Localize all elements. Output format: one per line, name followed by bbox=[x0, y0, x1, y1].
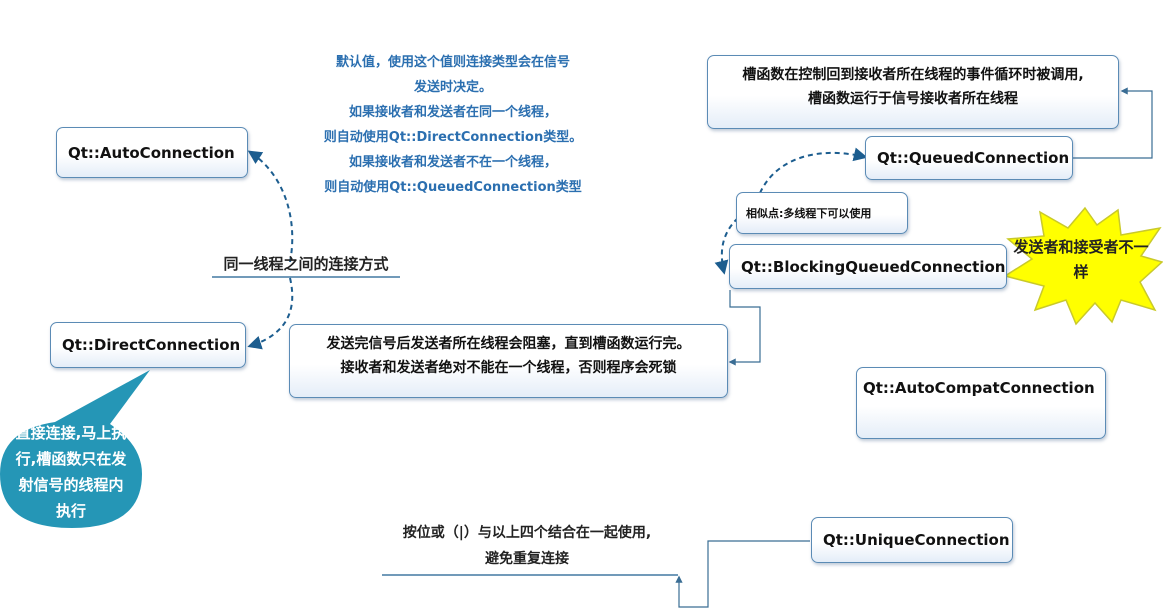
direct-connection-label: Qt::DirectConnection bbox=[62, 336, 241, 354]
unique-connection-label: Qt::UniqueConnection bbox=[823, 531, 1010, 549]
queued-description-line: 槽函数运行于信号接收者所在线程 bbox=[808, 91, 1018, 107]
auto-note-line: 则自动使用Qt::DirectConnection类型。 bbox=[323, 130, 583, 145]
star-text-line: 样 bbox=[1073, 263, 1089, 281]
similarity-box[interactable]: 相似点:多线程下可以使用 bbox=[736, 192, 908, 234]
blocking-queued-connection-node[interactable]: Qt::BlockingQueuedConnection bbox=[729, 244, 1007, 289]
link-unique-to-note bbox=[675, 540, 810, 608]
auto-note-line: 默认值，使用这个值则连接类型会在信号 bbox=[335, 55, 570, 70]
auto-connection-label: Qt::AutoConnection bbox=[68, 143, 235, 162]
direct-speech-bubble bbox=[0, 370, 150, 528]
unique-note: 按位或（|）与以上四个结合在一起使用, 避免重复连接 bbox=[372, 520, 682, 572]
direct-bubble-line: 行,槽函数只在发 bbox=[15, 450, 127, 468]
auto-note-line: 如果接收者和发送者不在一个线程， bbox=[348, 155, 557, 170]
blocking-description-line: 接收者和发送者绝对不能在一个线程，否则程序会死锁 bbox=[340, 360, 677, 376]
blocking-queued-connection-label: Qt::BlockingQueuedConnection bbox=[741, 257, 1006, 276]
auto-note-line: 发送时决定。 bbox=[413, 80, 492, 95]
blocking-description-box[interactable]: 发送完信号后发送者所在线程会阻塞，直到槽函数运行完。 接收者和发送者绝对不能在一… bbox=[289, 324, 728, 398]
link-similarity-to-queued bbox=[759, 147, 868, 194]
auto-note-line: 则自动使用Qt::QueuedConnection类型 bbox=[324, 180, 582, 195]
unique-connection-node[interactable]: Qt::UniqueConnection bbox=[811, 517, 1013, 563]
different-thread-star bbox=[1003, 206, 1163, 326]
link-blocking-to-note bbox=[728, 290, 761, 366]
link-similarity-to-blocking bbox=[714, 217, 739, 275]
unique-note-line: 避免重复连接 bbox=[485, 551, 569, 567]
direct-connection-node[interactable]: Qt::DirectConnection bbox=[50, 322, 246, 368]
queued-description-line: 槽函数在控制回到接收者所在线程的事件循环时被调用, bbox=[742, 67, 1084, 83]
auto-compat-connection-node[interactable]: Qt::AutoCompatConnection bbox=[856, 367, 1106, 439]
auto-note-line: 如果接收者和发送者在同一个线程， bbox=[348, 105, 557, 120]
star-text: 发送者和接受者不一 样 bbox=[1004, 235, 1158, 285]
queued-description-box[interactable]: 槽函数在控制回到接收者所在线程的事件循环时被调用, 槽函数运行于信号接收者所在线… bbox=[707, 55, 1119, 129]
similarity-label: 相似点:多线程下可以使用 bbox=[746, 207, 872, 220]
auto-compat-connection-label: Qt::AutoCompatConnection bbox=[863, 379, 1095, 397]
auto-connection-note: 默认值，使用这个值则连接类型会在信号 发送时决定。 如果接收者和发送者在同一个线… bbox=[298, 50, 608, 200]
unique-note-line: 按位或（|）与以上四个结合在一起使用, bbox=[402, 525, 652, 541]
direct-bubble-text: 直接连接,马上执 行,槽函数只在发 射信号的线程内 执行 bbox=[0, 420, 142, 524]
direct-bubble-line: 执行 bbox=[55, 502, 86, 520]
star-text-line: 发送者和接受者不一 bbox=[1013, 238, 1149, 256]
link-queued-to-note bbox=[1073, 87, 1153, 159]
direct-bubble-line: 射信号的线程内 bbox=[18, 476, 124, 494]
auto-connection-node[interactable]: Qt::AutoConnection bbox=[56, 127, 248, 178]
link-same-thread-to-auto bbox=[247, 150, 294, 263]
queued-connection-node[interactable]: Qt::QueuedConnection bbox=[865, 136, 1073, 180]
link-same-thread-to-direct bbox=[247, 277, 294, 350]
direct-bubble-line: 直接连接,马上执 bbox=[15, 424, 127, 442]
queued-connection-label: Qt::QueuedConnection bbox=[877, 149, 1070, 167]
same-thread-label: 同一线程之间的连接方式 bbox=[223, 255, 389, 273]
blocking-description-line: 发送完信号后发送者所在线程会阻塞，直到槽函数运行完。 bbox=[326, 336, 691, 352]
